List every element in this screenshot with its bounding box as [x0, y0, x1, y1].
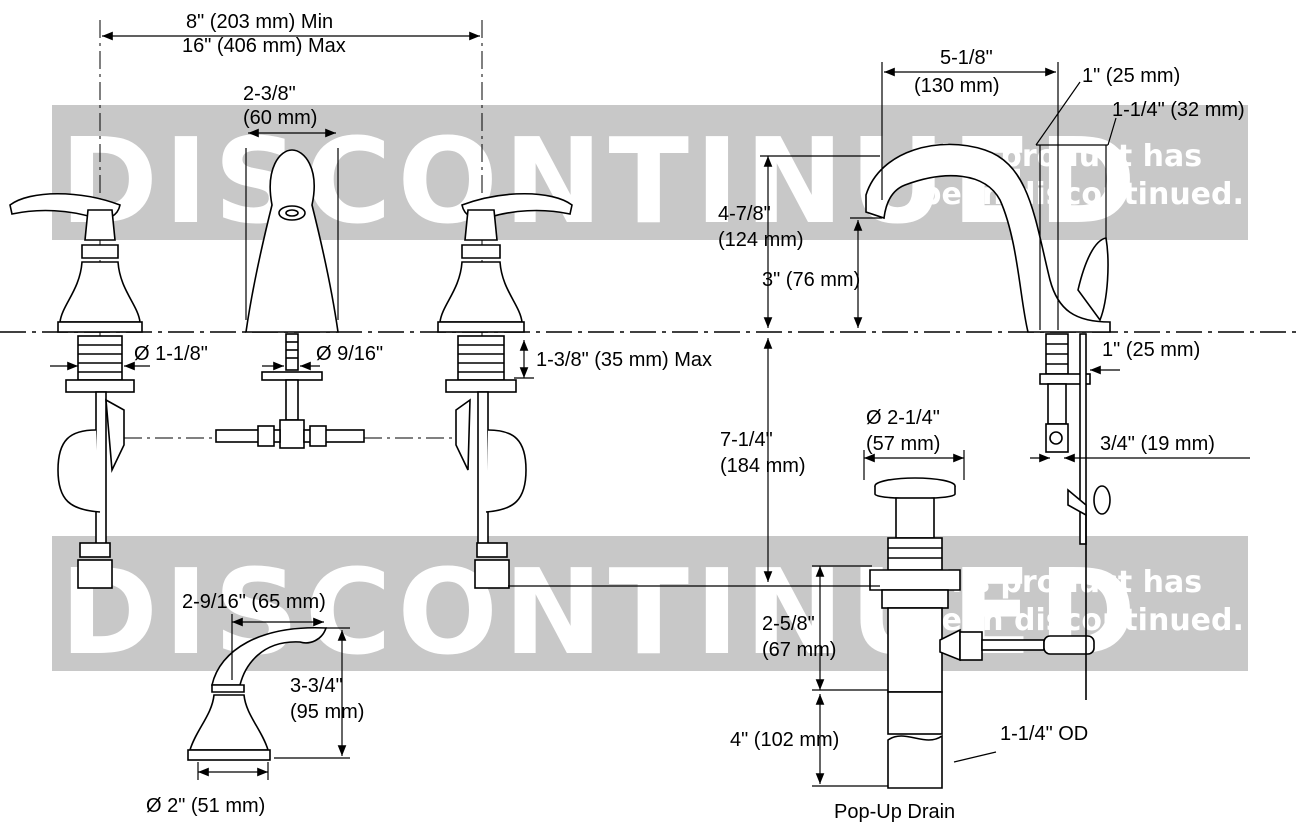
label-drain-caption: Pop-Up Drain	[834, 801, 955, 823]
label-lift-rod-offset: 1" (25 mm)	[1102, 339, 1200, 361]
label-drain-depth-in: 7-1/4"	[720, 429, 773, 451]
label-spout-reach-in: 5-1/8"	[940, 47, 993, 69]
spout-front-drawing	[215, 149, 365, 449]
popup-drain-drawing	[869, 477, 1095, 789]
label-spout-width-in: 2-3/8"	[243, 83, 296, 105]
label-spout-reach-mm: (130 mm)	[914, 75, 1000, 97]
watermark-note-top-2: been discontinued.	[920, 177, 1244, 212]
watermark-band-top: DISCONTINUED This product has been disco…	[52, 105, 1248, 250]
label-drain-depth-mm: (184 mm)	[720, 455, 806, 477]
label-spout-width-mm: (60 mm)	[243, 107, 317, 129]
spout-side-drawing	[865, 143, 1111, 545]
label-handle-length: 2-9/16" (65 mm)	[182, 591, 326, 613]
label-drain-flange-in: Ø 2-1/4"	[866, 407, 940, 429]
label-tailpiece-offset: 3/4" (19 mm)	[1100, 433, 1215, 455]
label-handle-height-mm: (95 mm)	[290, 701, 364, 723]
label-spout-shank-dia: Ø 9/16"	[316, 343, 383, 365]
label-spread-max: 16" (406 mm) Max	[182, 35, 346, 57]
watermark-word-top: DISCONTINUED	[60, 112, 1142, 250]
left-handle-drawing	[9, 193, 143, 589]
label-mount-max: 1-3/8" (35 mm) Max	[536, 349, 712, 371]
label-spout-base-2: 1-1/4" (32 mm)	[1112, 99, 1245, 121]
label-spout-height-mm: (124 mm)	[718, 229, 804, 251]
dimension-labels: 8" (203 mm) Min 16" (406 mm) Max 2-3/8" …	[134, 11, 1245, 823]
label-spread-min: 8" (203 mm) Min	[186, 11, 333, 33]
label-handle-base-dia: Ø 2" (51 mm)	[146, 795, 265, 817]
label-tailpiece-od: 1-1/4" OD	[1000, 723, 1088, 745]
label-spout-height-in: 4-7/8"	[718, 203, 771, 225]
label-handle-height-in: 3-3/4"	[290, 675, 343, 697]
label-tailpiece-length: 4" (102 mm)	[730, 729, 839, 751]
label-drain-flange-mm: (57 mm)	[866, 433, 940, 455]
label-drain-body-mm: (67 mm)	[762, 639, 836, 661]
label-handle-shank-dia: Ø 1-1/8"	[134, 343, 208, 365]
handle-detail-drawing	[187, 626, 328, 761]
right-handle-drawing	[437, 193, 573, 589]
label-spout-base-1: 1" (25 mm)	[1082, 65, 1180, 87]
dimension-lines	[50, 31, 1250, 787]
label-aerator-height: 3" (76 mm)	[762, 269, 860, 291]
watermark-note-bottom-1: This product has	[920, 565, 1202, 600]
label-drain-body-in: 2-5/8"	[762, 613, 815, 635]
